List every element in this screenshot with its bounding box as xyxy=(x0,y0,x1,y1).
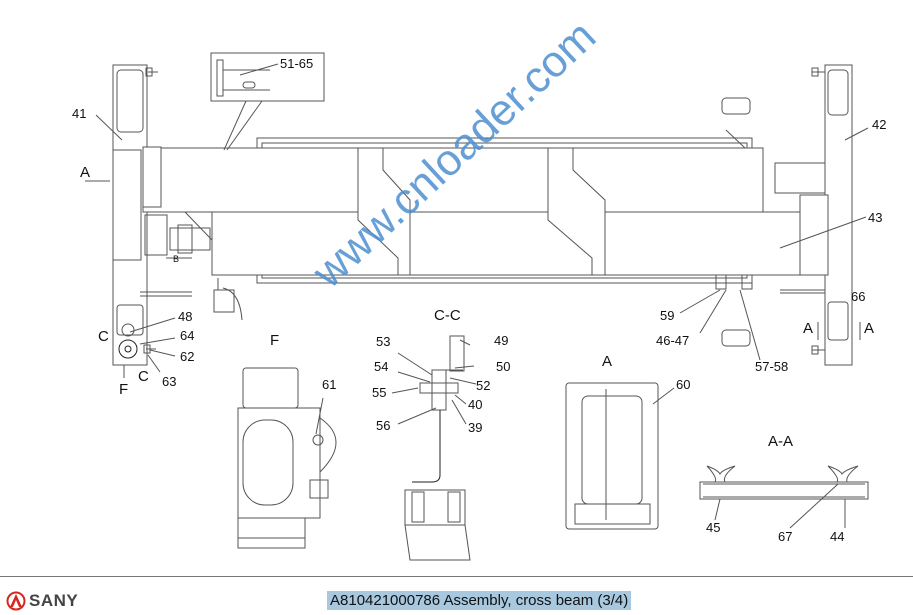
callout-44: 44 xyxy=(830,529,844,544)
view-mark-f: F xyxy=(119,381,128,398)
view-mark-c-bottom: C xyxy=(138,368,149,385)
callout-45: 45 xyxy=(706,520,720,535)
callout-41: 41 xyxy=(72,106,86,121)
view-title-a-a: A-A xyxy=(768,433,793,450)
callout-51-65: 51-65 xyxy=(280,56,313,71)
view-mark-c-top: C xyxy=(98,328,109,345)
callout-53: 53 xyxy=(376,334,390,349)
callout-66: 66 xyxy=(851,289,865,304)
right-end-carriage xyxy=(715,64,853,366)
callout-48: 48 xyxy=(178,309,192,324)
callout-56: 56 xyxy=(376,418,390,433)
main-beam xyxy=(142,137,833,321)
callout-62: 62 xyxy=(180,349,194,364)
callout-57-58: 57-58 xyxy=(755,359,788,374)
brand-name: SANY xyxy=(29,591,79,610)
view-title-c-c: C-C xyxy=(434,307,461,324)
callout-42: 42 xyxy=(872,117,886,132)
callout-55: 55 xyxy=(372,385,386,400)
callout-39: 39 xyxy=(468,420,482,435)
callout-43: 43 xyxy=(868,210,882,225)
view-mark-a-right-1: A xyxy=(803,320,813,337)
left-end-carriage xyxy=(112,64,192,366)
callout-60: 60 xyxy=(676,377,690,392)
leader-lines xyxy=(85,63,869,373)
callout-67: 67 xyxy=(778,529,792,544)
view-title-f: F xyxy=(270,332,279,349)
sany-logo: SANY xyxy=(6,591,78,611)
callout-52: 52 xyxy=(476,378,490,393)
callout-63: 63 xyxy=(162,374,176,389)
sany-logo-icon xyxy=(6,591,26,611)
cross-beam-assembly-drawing: www.cnloader.com 41 51-65 42 43 48 64 62… xyxy=(72,11,886,561)
callout-64: 64 xyxy=(180,328,194,343)
view-c-c xyxy=(391,335,477,561)
drawing-title: A810421000786 Assembly, cross beam (3/4) xyxy=(327,591,632,610)
callout-54: 54 xyxy=(374,359,388,374)
callout-46-47: 46-47 xyxy=(656,333,689,348)
detail-box-51-65 xyxy=(210,52,325,151)
view-mark-a-left: A xyxy=(80,164,90,181)
callout-49: 49 xyxy=(494,333,508,348)
footer-divider xyxy=(0,576,913,577)
view-a-a xyxy=(699,465,869,529)
callout-59: 59 xyxy=(660,308,674,323)
view-mark-a-right-2: A xyxy=(864,320,874,337)
view-f xyxy=(237,367,337,549)
view-a xyxy=(565,382,675,530)
callout-b: B xyxy=(173,254,179,264)
callout-61: 61 xyxy=(322,377,336,392)
view-title-a: A xyxy=(602,353,612,370)
callout-40: 40 xyxy=(468,397,482,412)
callout-50: 50 xyxy=(496,359,510,374)
